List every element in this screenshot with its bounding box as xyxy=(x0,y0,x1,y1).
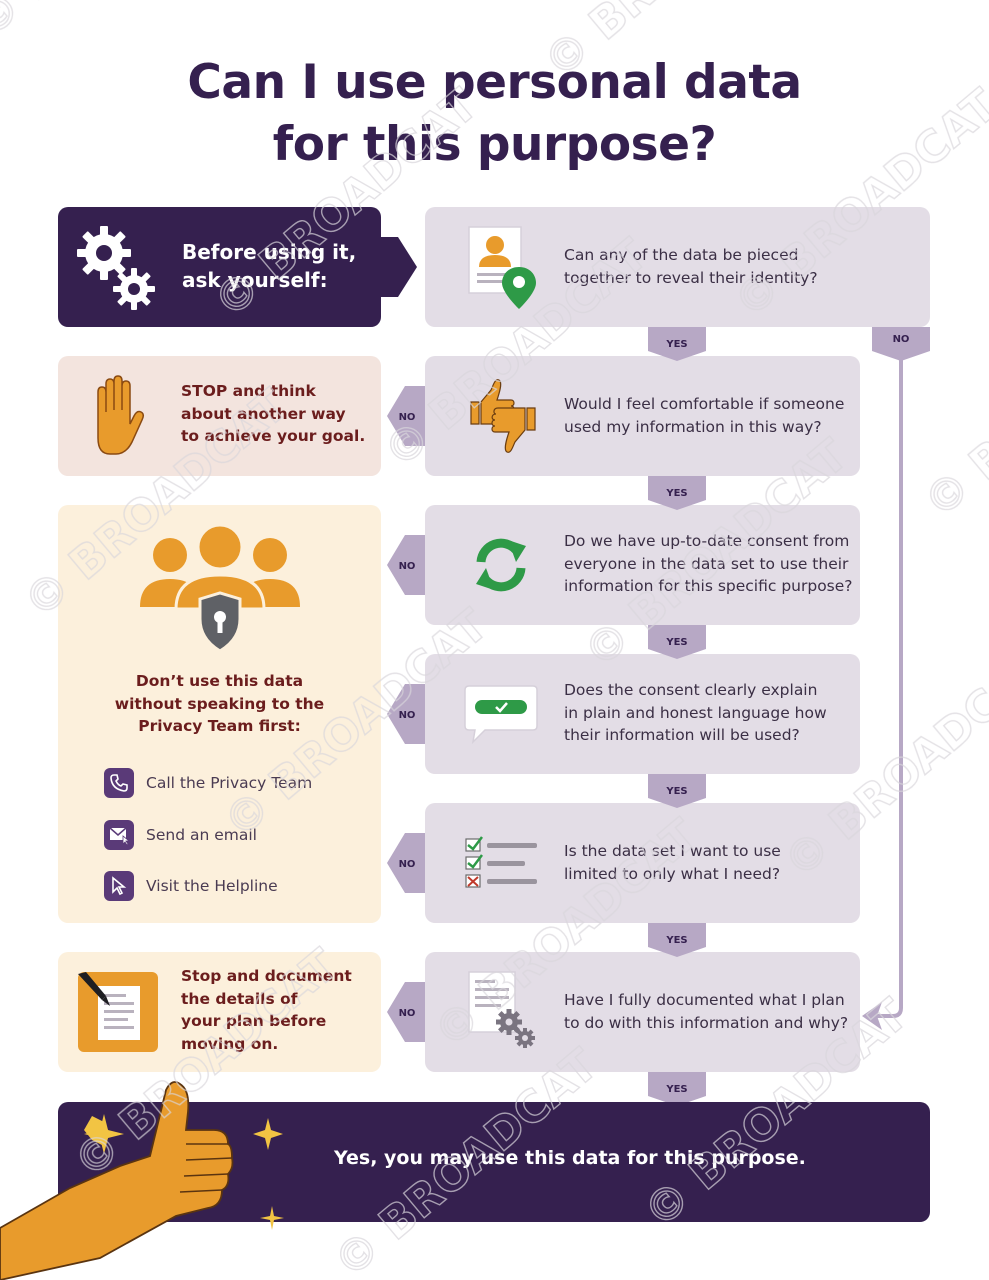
question-4-line-2: in plain and honest language how xyxy=(564,703,827,722)
question-5-line-1: Is the data set I want to use xyxy=(564,842,781,860)
document-gear-icon xyxy=(468,971,535,1048)
stop-hand-icon xyxy=(97,375,145,455)
no-label-2: NO xyxy=(399,561,416,572)
yes-connector-3: YES xyxy=(648,625,706,659)
document-box: Stop and document the details of your pl… xyxy=(58,952,381,1072)
yes-connector-6: YES xyxy=(648,1072,706,1106)
refresh-icon xyxy=(476,538,526,592)
question-1-line-2: together to reveal their identity? xyxy=(564,268,818,287)
question-3-line-1: Do we have up-to-date consent from xyxy=(564,532,850,550)
yes-label-2: YES xyxy=(665,488,687,499)
question-box-6: Have I fully documented what I plan to d… xyxy=(425,952,860,1072)
stop-line-3: to achieve your goal. xyxy=(181,427,366,445)
checklist-icon xyxy=(465,836,537,888)
question-3-line-2: everyone in the data set to use their xyxy=(564,554,849,573)
question-box-1: Can any of the data be pieced together t… xyxy=(425,207,930,327)
intro-box: Before using it, ask yourself: xyxy=(58,207,381,327)
yes-label-5: YES xyxy=(665,935,687,946)
intro-text: Before using it, ask yourself: xyxy=(182,238,356,294)
yes-connector-4: YES xyxy=(648,774,706,808)
question-box-2: Would I feel comfortable if someone used… xyxy=(425,356,860,476)
question-4-line-3: their information will be used? xyxy=(564,726,800,744)
question-2-line-2: used my information in this way? xyxy=(564,417,822,436)
no-connector-4: NO xyxy=(387,833,425,893)
yes-connector-1: YES xyxy=(648,327,706,361)
contact-email[interactable]: Send an email xyxy=(104,820,257,850)
contact-call-label: Call the Privacy Team xyxy=(146,774,313,792)
intro-line-1: Before using it, xyxy=(182,240,357,264)
gears-icon xyxy=(77,226,155,310)
stop-line-2: about another way xyxy=(181,404,346,423)
no-connector-3: NO xyxy=(387,684,425,744)
question-text-3: Do we have up-to-date consent from every… xyxy=(564,530,853,598)
identity-location-icon xyxy=(468,226,536,309)
no-label-1: NO xyxy=(399,412,416,423)
question-4-line-1: Does the consent clearly explain xyxy=(564,681,818,699)
question-5-line-2: limited to only what I need? xyxy=(564,864,781,883)
document-line-4: moving on. xyxy=(181,1034,279,1053)
page-title: Can I use personal data for this purpose… xyxy=(0,52,989,176)
phone-icon xyxy=(104,768,134,798)
privacy-text: Don’t use this data without speaking to … xyxy=(58,670,381,738)
no-label-5: NO xyxy=(399,1008,416,1019)
question-box-5: Is the data set I want to use limited to… xyxy=(425,803,860,923)
contact-helpline-label: Visit the Helpline xyxy=(146,877,278,895)
privacy-line-2: without speaking to the xyxy=(114,694,325,713)
document-text: Stop and document the details of your pl… xyxy=(181,965,352,1055)
no-connector-2: NO xyxy=(387,535,425,595)
contact-helpline[interactable]: Visit the Helpline xyxy=(104,871,278,901)
no-connector-right: NO xyxy=(872,327,930,361)
yes-connector-2: YES xyxy=(648,476,706,510)
no-label-4: NO xyxy=(399,859,416,870)
final-text: Yes, you may use this data for this purp… xyxy=(334,1147,806,1169)
question-text-6: Have I fully documented what I plan to d… xyxy=(564,989,848,1034)
question-text-5: Is the data set I want to use limited to… xyxy=(564,840,781,885)
intro-line-2: ask yourself: xyxy=(182,268,328,292)
thumbs-up-icon xyxy=(0,1081,284,1280)
privacy-line-1: Don’t use this data xyxy=(135,672,304,690)
question-3-line-3: information for this specific purpose? xyxy=(564,577,853,595)
yes-label-3: YES xyxy=(665,637,687,648)
document-pen-icon xyxy=(78,972,158,1052)
cursor-icon xyxy=(104,871,134,901)
stop-text: STOP and think about another way to achi… xyxy=(181,380,365,448)
question-text-2: Would I feel comfortable if someone used… xyxy=(564,393,844,438)
document-line-2: the details of xyxy=(181,989,298,1008)
question-6-line-1: Have I fully documented what I plan xyxy=(564,991,845,1009)
document-line-1: Stop and document xyxy=(181,967,352,985)
title-line-1: Can I use personal data xyxy=(187,55,802,110)
yes-label-4: YES xyxy=(665,786,687,797)
no-label-right: NO xyxy=(893,334,910,345)
document-line-3: your plan before xyxy=(181,1012,327,1030)
question-text-4: Does the consent clearly explain in plai… xyxy=(564,679,827,747)
no-label-3: NO xyxy=(399,710,416,721)
question-6-line-2: to do with this information and why? xyxy=(564,1013,849,1032)
question-box-4: Does the consent clearly explain in plai… xyxy=(425,654,860,774)
contact-call[interactable]: Call the Privacy Team xyxy=(104,768,312,798)
yes-label-6: YES xyxy=(665,1084,687,1095)
no-connector-1: NO xyxy=(387,386,425,446)
stop-box: STOP and think about another way to achi… xyxy=(58,356,381,476)
privacy-line-3: Privacy Team first: xyxy=(138,717,301,735)
question-box-3: Do we have up-to-date consent from every… xyxy=(425,505,860,625)
stop-line-1: STOP and think xyxy=(181,382,316,400)
question-1-line-1: Can any of the data be pieced xyxy=(564,246,799,264)
no-connector-5: NO xyxy=(387,982,425,1042)
contact-email-label: Send an email xyxy=(146,826,257,844)
yes-label-1: YES xyxy=(665,339,687,350)
privacy-team-icon xyxy=(140,523,300,653)
privacy-box: Don’t use this data without speaking to … xyxy=(58,505,381,923)
title-line-2: for this purpose? xyxy=(272,117,717,172)
email-icon xyxy=(104,820,134,850)
intro-arrow xyxy=(380,237,417,297)
yes-connector-5: YES xyxy=(648,923,706,957)
question-text-1: Can any of the data be pieced together t… xyxy=(564,244,818,289)
consent-message-icon xyxy=(464,685,538,745)
question-2-line-1: Would I feel comfortable if someone xyxy=(564,395,845,413)
thumbs-up-down-icon xyxy=(470,379,536,453)
